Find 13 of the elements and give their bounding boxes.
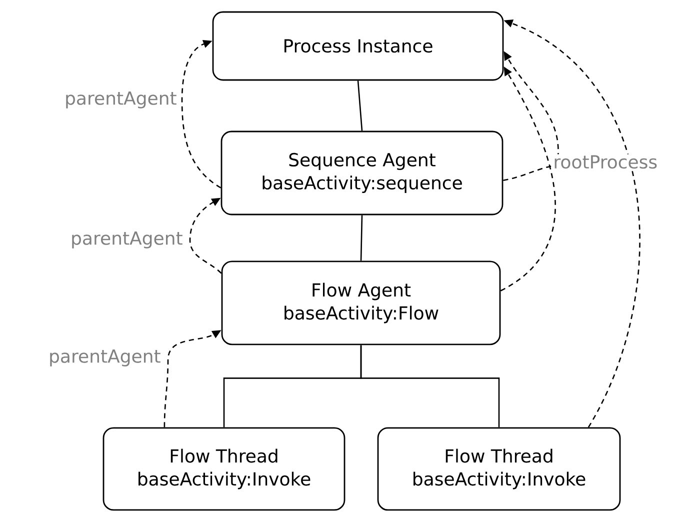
edge-label: rootProcess <box>552 154 659 170</box>
process-box: Flow Thread baseActivity:Invoke <box>102 427 346 511</box>
connector-line <box>360 215 363 261</box>
dashed-arrow <box>181 40 222 188</box>
edge-label: parentAgent <box>64 90 178 110</box>
connector-line <box>357 80 363 131</box>
process-box: Sequence Agent baseActivity:sequence <box>220 130 504 216</box>
edge-label: parentAgent <box>48 348 162 368</box>
process-box: Flow Agent baseActivity:Flow <box>221 260 501 346</box>
edge-label: parentAgent <box>70 230 184 250</box>
process-box: Flow Thread baseActivity:Invoke <box>377 427 621 511</box>
process-box: Process Instance <box>212 11 504 81</box>
connector-line <box>360 345 500 428</box>
